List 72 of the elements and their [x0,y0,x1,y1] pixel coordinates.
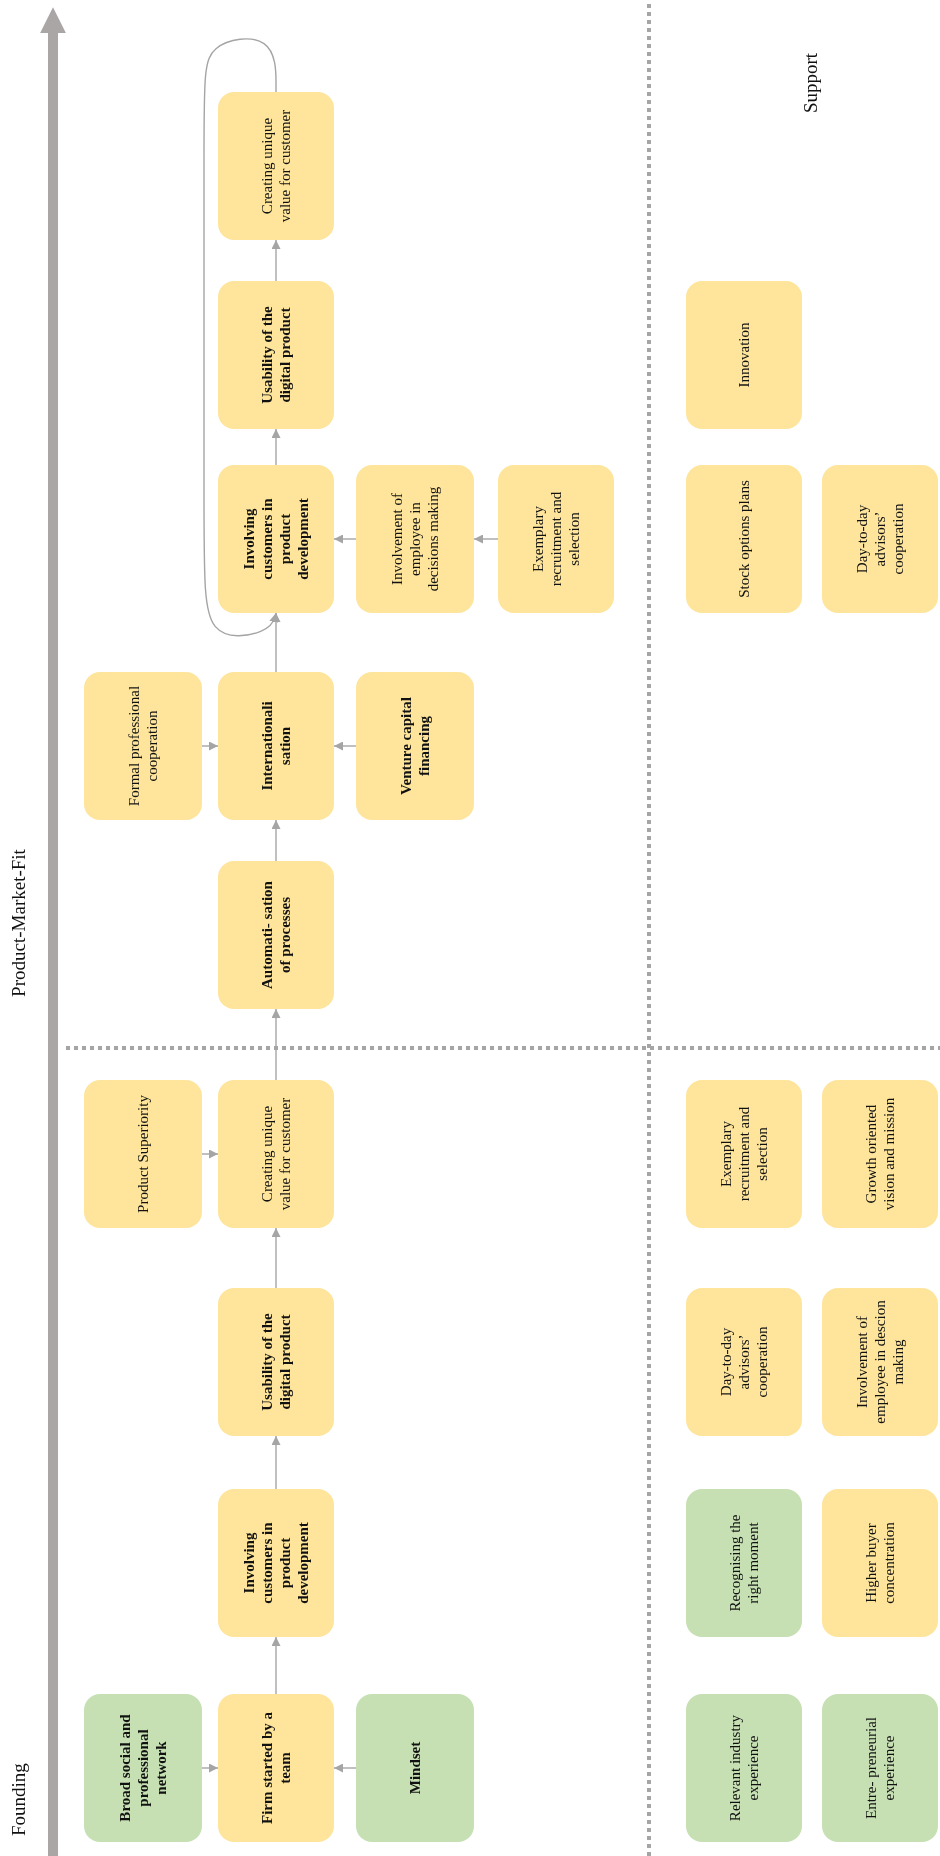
factor-label: Relevant industry experience [726,1713,762,1824]
arrow [271,1227,281,1289]
section-label: Founding [8,1763,30,1836]
factor-label: Entre- preneurial experience [862,1716,898,1821]
arrow [271,1008,281,1081]
factor-label: Higher buyer concentration [862,1521,898,1606]
factor-label: Involving customers in product development [240,1521,312,1606]
factor-label: Venture capital financing [397,696,433,797]
factor-label: Mindset [406,1741,424,1795]
factor-label: Exemplary recruitment and selection [717,1105,771,1204]
factor-box [218,92,334,240]
factor-box [356,672,474,820]
factor-box [218,1694,334,1842]
factor-box [686,1288,802,1436]
factor-label: Exemplary recruitment and selection [529,490,583,589]
factor-label: Product Superiority [134,1095,152,1213]
factor-label: Day-to-day advisors’ cooperation [717,1325,771,1400]
factor-box [84,1080,202,1228]
factor-label: Stock options plans [735,480,753,598]
factor-label: Involving customers in product development [240,497,312,582]
factor-label: Formal professional cooperation [125,684,161,808]
factor-label: Recognising the right moment [726,1513,762,1614]
arrow [201,1763,219,1773]
factor-box [822,1489,938,1637]
arrow [201,1149,219,1159]
factor-label: Broad social and professional network [116,1713,170,1824]
arrow [333,1763,357,1773]
section-label: Product-Market-Fit [8,849,30,997]
factor-box [498,465,614,613]
arrow [473,534,499,544]
arrow [333,741,357,751]
arrow [333,534,357,544]
factor-box [822,1080,938,1228]
factor-box [84,672,202,820]
factor-label: Automati- sation of processes [258,880,294,991]
factor-label: Day-to-day advisors’ cooperation [853,502,907,577]
factor-label: Internationali sation [258,700,294,793]
factor-label: Usability of the digital product [258,1312,294,1413]
arrow [203,38,279,637]
factor-box [822,1288,938,1436]
factor-box [356,465,474,613]
factor-box [686,1489,802,1637]
factor-label: Growth oriented vision and mission [862,1096,898,1213]
arrow [271,819,281,862]
factor-box [822,1694,938,1842]
factor-label: Creating unique value for customer [258,108,294,225]
arrow [271,239,281,282]
arrow [271,428,281,466]
factor-box [686,281,802,429]
factor-label: Involvement of employee in descion making [853,1300,907,1424]
factor-label: Creating unique value for customer [258,1096,294,1213]
factor-box [686,1080,802,1228]
arrow [201,741,219,751]
factor-box [686,465,802,613]
section-label: Support [800,52,822,114]
factor-box [822,465,938,613]
arrow [271,1636,281,1695]
factor-box [218,281,334,429]
factor-box [218,672,334,820]
factor-box [686,1694,802,1842]
factor-label: Innovation [735,322,753,388]
factor-box [356,1694,474,1842]
arrow [271,1435,281,1490]
factor-box [218,1080,334,1228]
factor-label: Usability of the digital product [258,305,294,406]
factor-box [218,465,334,613]
factor-box [218,861,334,1009]
factor-box [218,1288,334,1436]
factor-label: Involvement of employee in decisions making [388,485,442,594]
factor-box [84,1694,202,1842]
factor-box [218,1489,334,1637]
factor-label: Firm started by a team [258,1710,294,1827]
